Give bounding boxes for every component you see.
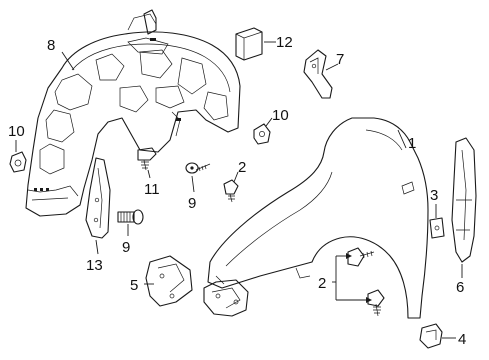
callout-7: 7 bbox=[336, 51, 344, 68]
callout-12: 12 bbox=[276, 34, 293, 51]
bolt-upper bbox=[223, 179, 239, 203]
small-bracket bbox=[429, 217, 445, 239]
lower-clip bbox=[419, 323, 443, 349]
callout-3: 3 bbox=[430, 187, 438, 204]
callout-11: 11 bbox=[144, 181, 160, 198]
bolt-lower-a bbox=[347, 247, 375, 267]
callout-10-left: 10 bbox=[8, 123, 25, 140]
front-fender bbox=[207, 117, 429, 319]
wheelhouse-liner bbox=[25, 9, 241, 217]
screw-upper bbox=[185, 162, 211, 174]
leader-lines bbox=[15, 41, 463, 339]
lower-fender-bracket bbox=[203, 279, 249, 317]
callout-6: 6 bbox=[456, 279, 464, 296]
mounting-bracket bbox=[145, 255, 193, 307]
sound-pad bbox=[235, 27, 263, 61]
clip-right bbox=[253, 123, 271, 145]
callout-8: 8 bbox=[47, 37, 55, 54]
callout-2-lower: 2 bbox=[318, 275, 326, 292]
callout-5: 5 bbox=[130, 277, 138, 294]
clip-left bbox=[9, 151, 27, 173]
callout-2-upper: 2 bbox=[238, 159, 246, 176]
fender-seal bbox=[451, 137, 477, 263]
splash-shield bbox=[85, 157, 111, 239]
callout-1: 1 bbox=[408, 135, 416, 152]
callout-9-upper: 9 bbox=[188, 195, 196, 212]
upper-bracket bbox=[303, 49, 333, 99]
callout-9-lower: 9 bbox=[122, 239, 130, 256]
screw-lower bbox=[117, 209, 144, 225]
callout-13: 13 bbox=[86, 257, 103, 274]
callout-4: 4 bbox=[458, 331, 466, 348]
push-pin bbox=[137, 147, 157, 171]
callout-labels: 1 2 2 3 4 5 6 7 8 9 9 10 10 11 12 13 bbox=[8, 34, 466, 348]
callout-10-right: 10 bbox=[272, 107, 289, 124]
bolt-lower-b bbox=[367, 289, 385, 317]
